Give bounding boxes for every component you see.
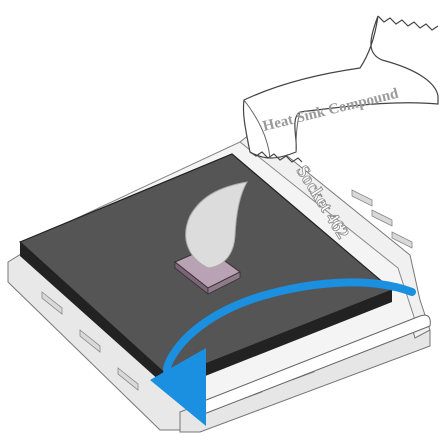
thermal-compound-blob [185, 181, 248, 269]
rotation-arrow [150, 278, 416, 426]
compound-tube-banner: Heat Sink Compound [242, 15, 439, 163]
